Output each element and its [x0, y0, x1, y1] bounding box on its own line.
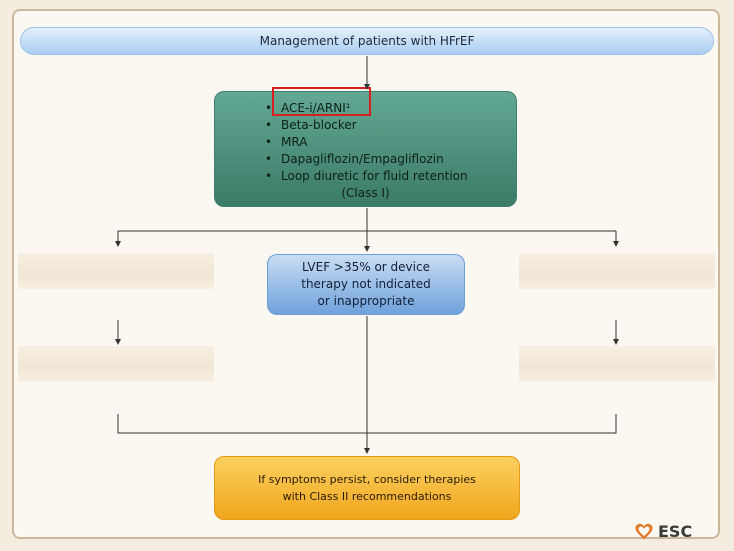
symptoms-line-2: with Class II recommendations: [282, 490, 452, 503]
diagram-title-text: Management of patients with HFrEF: [259, 34, 475, 48]
diagram-title: Management of patients with HFrEF: [20, 27, 714, 55]
persistent-symptoms-box: If symptoms persist, consider therapies …: [214, 456, 520, 520]
lvef-line-2: therapy not indicated: [301, 277, 431, 291]
therapy-item-loop-diuretic: Loop diuretic for fluid retention: [265, 168, 468, 185]
esc-logo-text: ESC: [658, 521, 693, 541]
faded-box-left-2: [18, 346, 214, 382]
esc-logo: ESC: [633, 518, 692, 544]
lvef-decision-box: LVEF >35% or device therapy not indicate…: [267, 254, 465, 315]
lvef-line-1: LVEF >35% or device: [302, 260, 430, 274]
first-line-therapy-list: ACE-i/ARNI¹ Beta-blocker MRA Dapaglifloz…: [265, 100, 468, 185]
symptoms-line-1: If symptoms persist, consider therapies: [258, 473, 476, 486]
therapy-item-ace-arni: ACE-i/ARNI¹: [265, 100, 468, 117]
therapy-item-sglt2i: Dapagliflozin/Empagliflozin: [265, 151, 468, 168]
lvef-line-3: or inappropriate: [317, 294, 415, 308]
therapy-item-mra: MRA: [265, 134, 468, 151]
highlight-box: [272, 87, 371, 116]
faded-box-right-2: [519, 346, 715, 382]
faded-box-left-1: [18, 253, 214, 289]
faded-box-right-1: [519, 253, 715, 289]
therapy-item-beta-blocker: Beta-blocker: [265, 117, 468, 134]
heart-icon: [635, 523, 653, 540]
class-label: (Class I): [341, 186, 390, 200]
first-line-therapy-box: ACE-i/ARNI¹ Beta-blocker MRA Dapaglifloz…: [214, 91, 517, 207]
